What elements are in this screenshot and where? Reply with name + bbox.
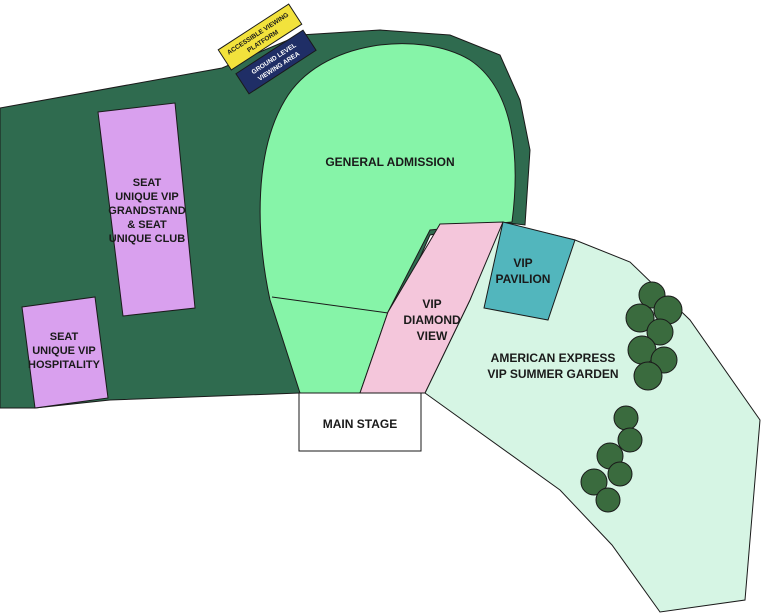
svg-text:VIP SUMMER GARDEN: VIP SUMMER GARDEN <box>487 367 618 381</box>
tree-cluster-upper-icon <box>625 281 683 391</box>
zone-general-admission[interactable] <box>259 43 516 394</box>
svg-text:UNIQUE VIP: UNIQUE VIP <box>115 191 179 203</box>
svg-text:SEAT: SEAT <box>133 177 162 189</box>
summer-garden-label: AMERICAN EXPRESS VIP SUMMER GARDEN <box>487 351 618 381</box>
ga-divider-line <box>271 296 389 314</box>
diamond-view-label: VIP DIAMOND VIEW <box>403 297 461 343</box>
main-stage-label: MAIN STAGE <box>323 417 397 431</box>
grandstand-label: SEAT UNIQUE VIP GRANDSTAND & SEAT UNIQUE… <box>108 177 185 245</box>
tree-cluster-lower-icon <box>580 405 643 513</box>
main-stage[interactable] <box>298 392 422 452</box>
svg-text:VIEW: VIEW <box>417 329 448 343</box>
svg-text:UNIQUE VIP: UNIQUE VIP <box>32 345 96 357</box>
svg-text:VIP: VIP <box>513 256 532 270</box>
zone-vip-pavilion[interactable] <box>483 221 576 321</box>
svg-text:GRANDSTAND: GRANDSTAND <box>108 205 185 217</box>
svg-text:HOSPITALITY: HOSPITALITY <box>28 359 101 371</box>
svg-text:& SEAT: & SEAT <box>127 219 167 231</box>
svg-text:VIP: VIP <box>422 297 441 311</box>
zone-seat-unique-vip-grandstand[interactable] <box>97 102 196 317</box>
svg-text:AMERICAN EXPRESS: AMERICAN EXPRESS <box>491 351 616 365</box>
zone-seat-unique-vip-hospitality[interactable] <box>21 296 109 409</box>
svg-text:DIAMOND: DIAMOND <box>403 313 461 327</box>
svg-text:UNIQUE CLUB: UNIQUE CLUB <box>109 233 185 245</box>
svg-text:SEAT: SEAT <box>50 331 79 343</box>
pavilion-label: VIP PAVILION <box>496 256 551 286</box>
hospitality-label: SEAT UNIQUE VIP HOSPITALITY <box>28 331 101 371</box>
general-admission-label: GENERAL ADMISSION <box>325 155 454 169</box>
svg-text:PAVILION: PAVILION <box>496 272 551 286</box>
